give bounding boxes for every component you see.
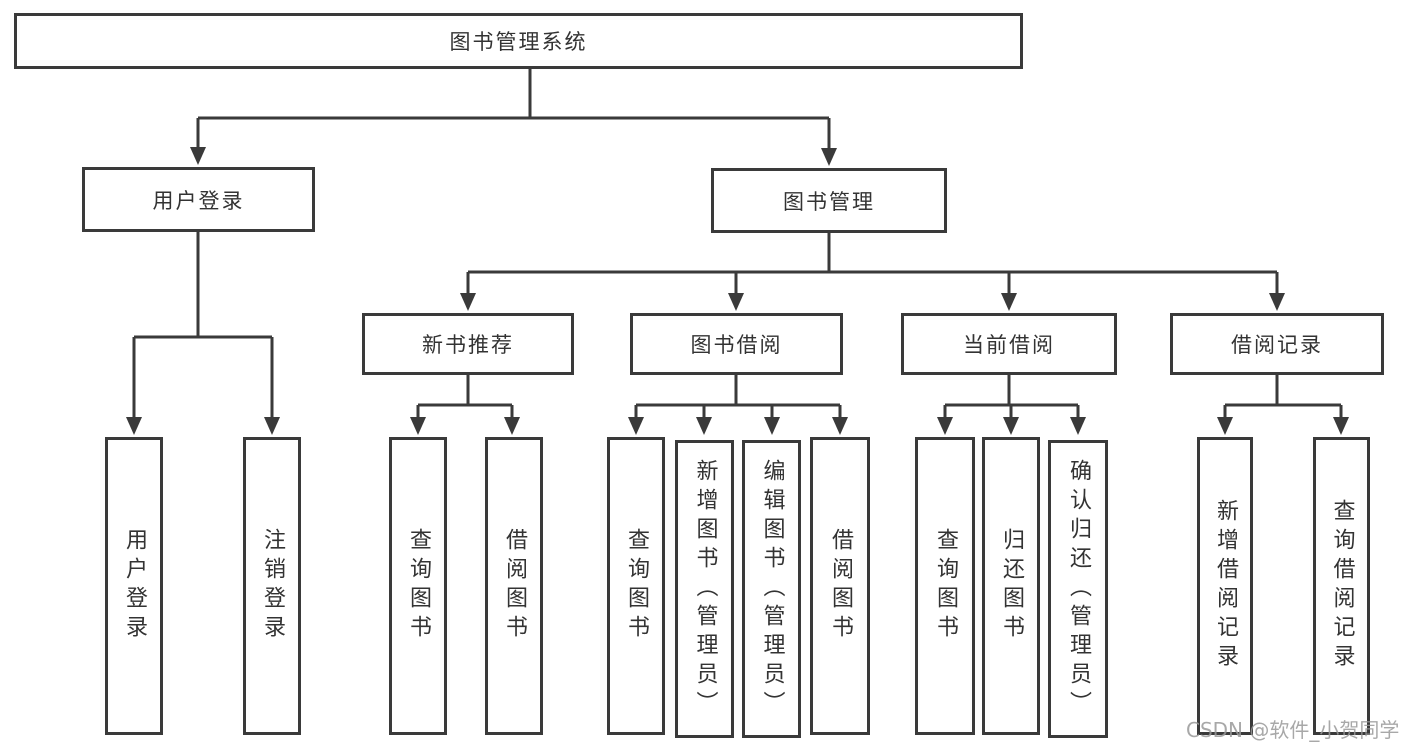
connector-newbook-to-children xyxy=(410,375,520,435)
node-library-management-system: 图书管理系统 xyxy=(14,13,1023,69)
connector-root-to-level2 xyxy=(190,69,837,166)
node-book-management: 图书管理 xyxy=(711,168,947,233)
leaf-edit-book-admin: 编辑图书（管理员） xyxy=(742,440,801,738)
leaf-current-query-books: 查询图书 xyxy=(915,437,975,735)
watermark: CSDN @软件_小贺同学 xyxy=(1186,718,1400,742)
node-new-book-recommend: 新书推荐 xyxy=(362,313,574,375)
leaf-confirm-return-admin: 确认归还（管理员） xyxy=(1048,440,1108,738)
leaf-return-books: 归还图书 xyxy=(982,437,1040,735)
leaf-query-borrow-record: 查询借阅记录 xyxy=(1313,437,1370,735)
node-book-borrow: 图书借阅 xyxy=(630,313,843,375)
leaf-add-borrow-record: 新增借阅记录 xyxy=(1197,437,1253,735)
connector-bookmgmt-to-level3 xyxy=(460,233,1285,311)
leaf-borrow-books: 借阅图书 xyxy=(810,437,870,735)
leaf-newbook-query-books: 查询图书 xyxy=(389,437,447,735)
connector-borrowrecord-to-children xyxy=(1217,375,1349,435)
connector-bookborrow-to-children xyxy=(628,375,848,435)
connector-userlogin-to-children xyxy=(126,232,280,435)
connector-currentborrow-to-children xyxy=(937,375,1086,435)
leaf-newbook-borrow-books: 借阅图书 xyxy=(485,437,543,735)
leaf-add-book-admin: 新增图书（管理员） xyxy=(675,440,734,738)
leaf-borrow-query-books: 查询图书 xyxy=(607,437,665,735)
leaf-user-login: 用户登录 xyxy=(105,437,163,735)
node-user-login: 用户登录 xyxy=(82,167,315,232)
node-borrow-records: 借阅记录 xyxy=(1170,313,1384,375)
node-current-borrow: 当前借阅 xyxy=(901,313,1117,375)
leaf-logout: 注销登录 xyxy=(243,437,301,735)
